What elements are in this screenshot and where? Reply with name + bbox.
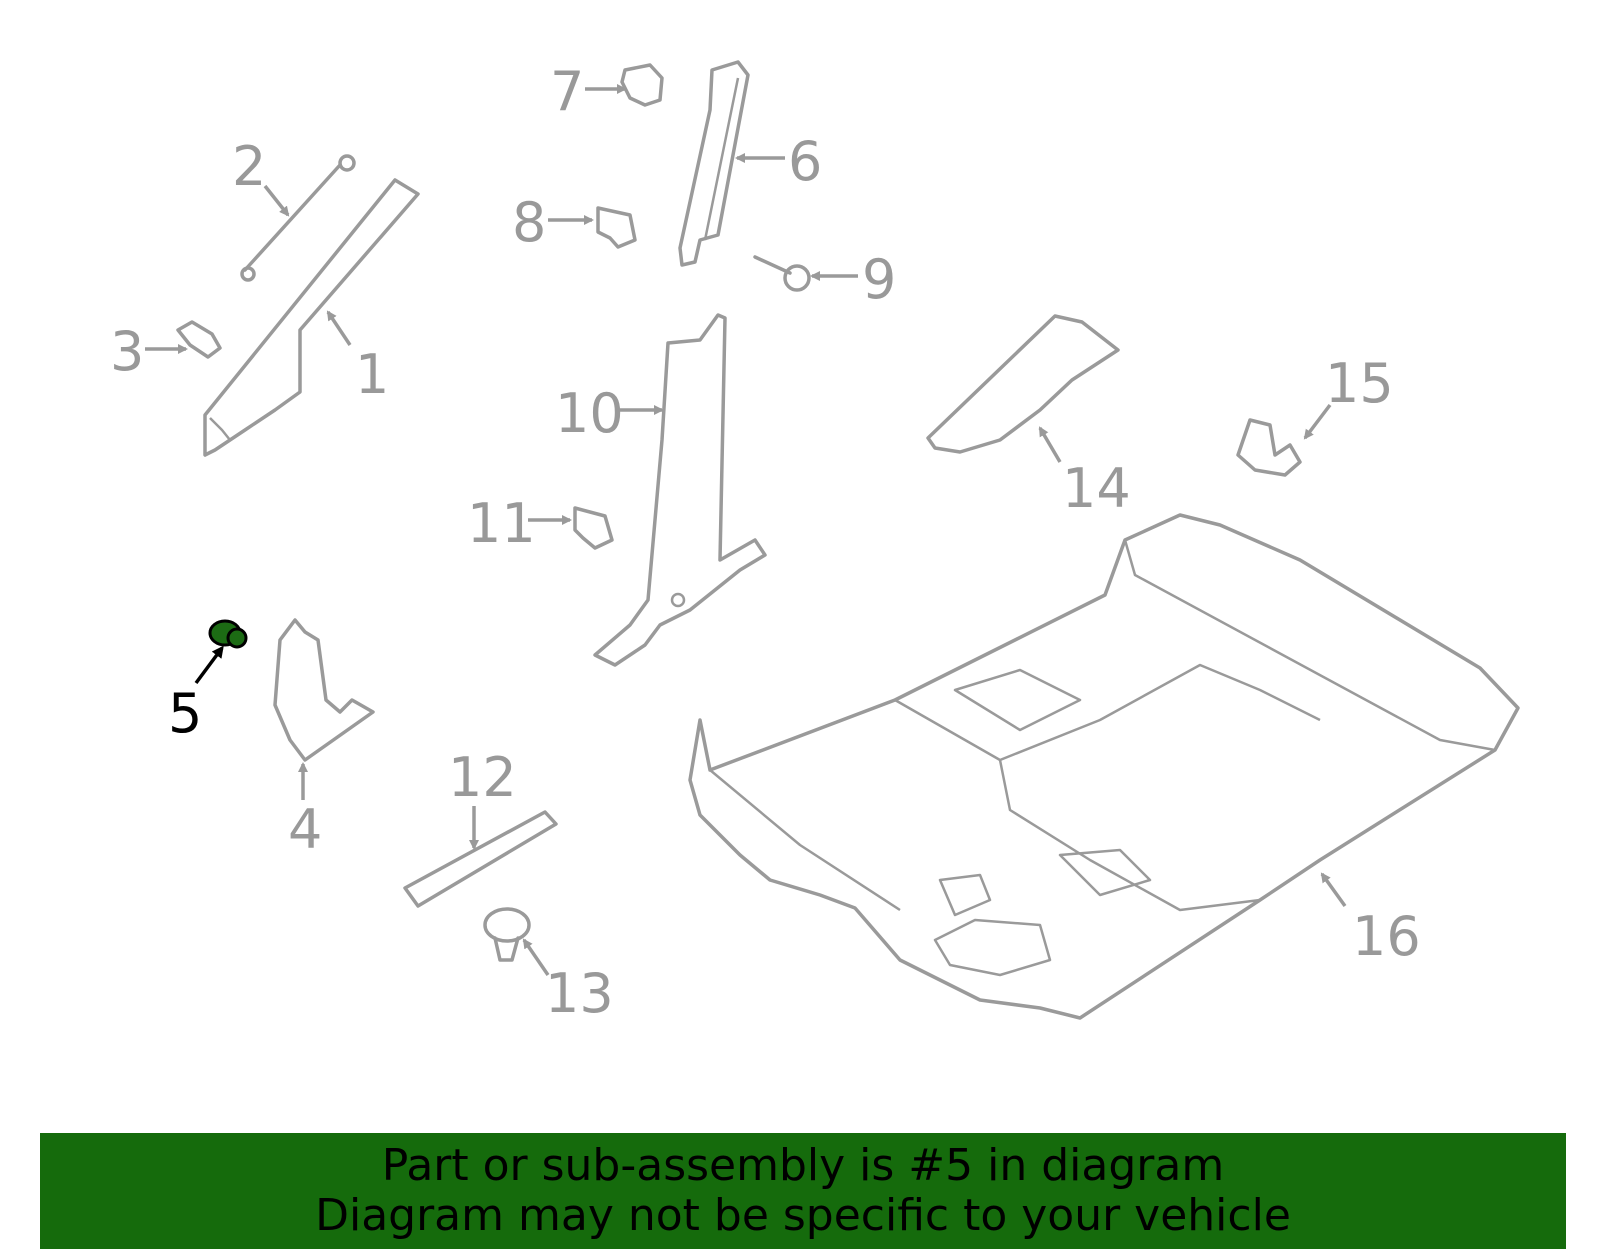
- arrow-14: [1038, 426, 1062, 463]
- callout-6: 6: [788, 130, 822, 193]
- part-6-pillar-trim: [678, 60, 750, 267]
- part-7-clip: [620, 63, 664, 107]
- part-14-sill-plate: [926, 314, 1120, 454]
- callout-16: 16: [1352, 905, 1421, 968]
- part-4-kick-panel: [273, 618, 375, 762]
- arrow-1: [326, 310, 352, 346]
- callout-5: 5: [168, 682, 202, 745]
- callout-11: 11: [467, 492, 536, 555]
- part-12-sill-strip: [403, 810, 558, 908]
- arrow-16: [1320, 872, 1347, 908]
- callout-14: 14: [1062, 457, 1131, 520]
- callout-4: 4: [288, 798, 322, 861]
- banner-line-part: Part or sub-assembly is #5 in diagram: [381, 1140, 1225, 1191]
- callout-13: 13: [545, 962, 614, 1025]
- callout-15: 15: [1325, 352, 1394, 415]
- callout-2: 2: [232, 135, 266, 198]
- arrow-5: [194, 645, 224, 685]
- part-8-clip: [596, 206, 637, 249]
- arrow-15: [1303, 403, 1332, 440]
- callout-10: 10: [555, 382, 624, 445]
- part-15-bracket: [1236, 418, 1302, 477]
- part-2-rod: [240, 154, 356, 282]
- part-11-clip: [573, 506, 614, 550]
- callout-1: 1: [355, 343, 389, 406]
- part-1-a-pillar-trim: [203, 178, 420, 457]
- part-5-clip-highlighted: [208, 619, 248, 649]
- callout-8: 8: [512, 191, 546, 254]
- callout-9: 9: [862, 248, 896, 311]
- part-9-bolt: [753, 255, 811, 292]
- callout-12: 12: [448, 746, 517, 809]
- callout-3: 3: [110, 320, 144, 383]
- arrow-13: [522, 938, 550, 976]
- part-16-floor-carpet: [688, 513, 1520, 1020]
- part-13-push-pin: [483, 907, 531, 962]
- banner-line-disclaimer: Diagram may not be specific to your vehi…: [315, 1190, 1291, 1241]
- info-banner: Part or sub-assembly is #5 in diagram Di…: [40, 1133, 1566, 1249]
- callout-7: 7: [550, 60, 584, 123]
- arrow-2: [263, 184, 290, 217]
- part-10-b-pillar: [593, 313, 767, 667]
- part-3-clip: [176, 320, 222, 359]
